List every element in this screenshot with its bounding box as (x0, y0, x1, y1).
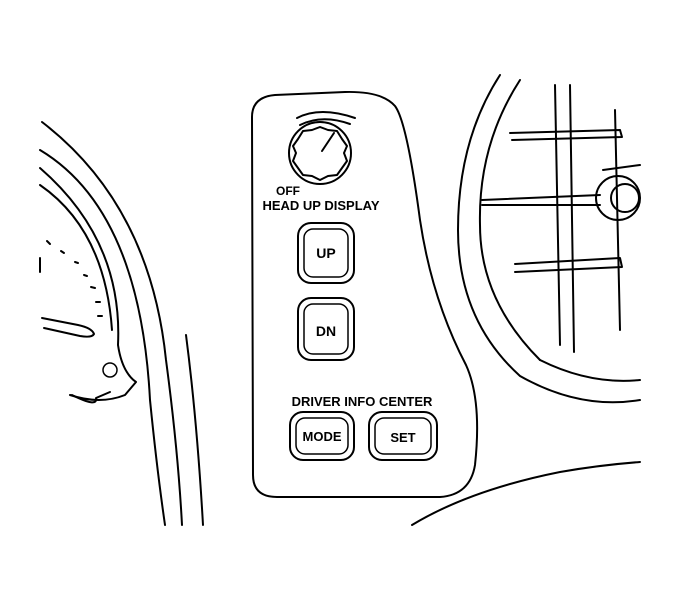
vent-louver-bottom (514, 257, 623, 273)
vent-louver-top (509, 129, 623, 141)
dash-lower-contour (411, 461, 641, 526)
dial-pointer (321, 132, 335, 152)
dn-button-label: DN (316, 323, 336, 339)
control-panel: OFF HEAD UP DISPLAY UP DN DRIVER INFO CE… (251, 90, 479, 498)
cluster-bezel-edge (39, 149, 166, 526)
vent-knob-top (602, 164, 641, 171)
set-button[interactable]: SET (368, 411, 438, 461)
dial-knurled-knob (292, 126, 348, 181)
dn-button[interactable]: DN (297, 297, 355, 361)
mode-button-label: MODE (303, 429, 342, 444)
vent-louver-middle (481, 194, 601, 206)
air-vent (457, 74, 641, 404)
vent-vertical-vane (554, 84, 575, 353)
hud-dial[interactable] (288, 111, 356, 185)
vent-knob-center (610, 183, 640, 213)
cluster-screw (102, 362, 118, 378)
gauge-needle (41, 317, 95, 338)
cluster-outer-edge (41, 121, 183, 526)
gauge-outline (39, 184, 113, 331)
cluster-bezel-inner (39, 167, 137, 401)
dial-outer-ring (288, 121, 352, 185)
up-button-label: UP (316, 245, 335, 261)
vent-bottom-edge (539, 359, 641, 382)
vent-outer-edge (457, 74, 641, 404)
mode-button[interactable]: MODE (289, 411, 355, 461)
dial-off-label: OFF (276, 184, 300, 198)
head-up-display-label: HEAD UP DISPLAY (262, 198, 379, 213)
dash-pillar-line (185, 334, 204, 526)
set-button-label: SET (390, 430, 415, 445)
instrument-cluster (39, 121, 204, 526)
panel-bezel (251, 90, 479, 498)
gauge-ticks (46, 240, 103, 317)
vent-inner-edge (478, 79, 541, 361)
cluster-mount-bracket (71, 391, 111, 404)
dial-arc-inner (299, 118, 351, 126)
driver-info-center-label: DRIVER INFO CENTER (292, 394, 433, 409)
dial-arc-indicator (296, 111, 356, 119)
up-button[interactable]: UP (297, 222, 355, 284)
